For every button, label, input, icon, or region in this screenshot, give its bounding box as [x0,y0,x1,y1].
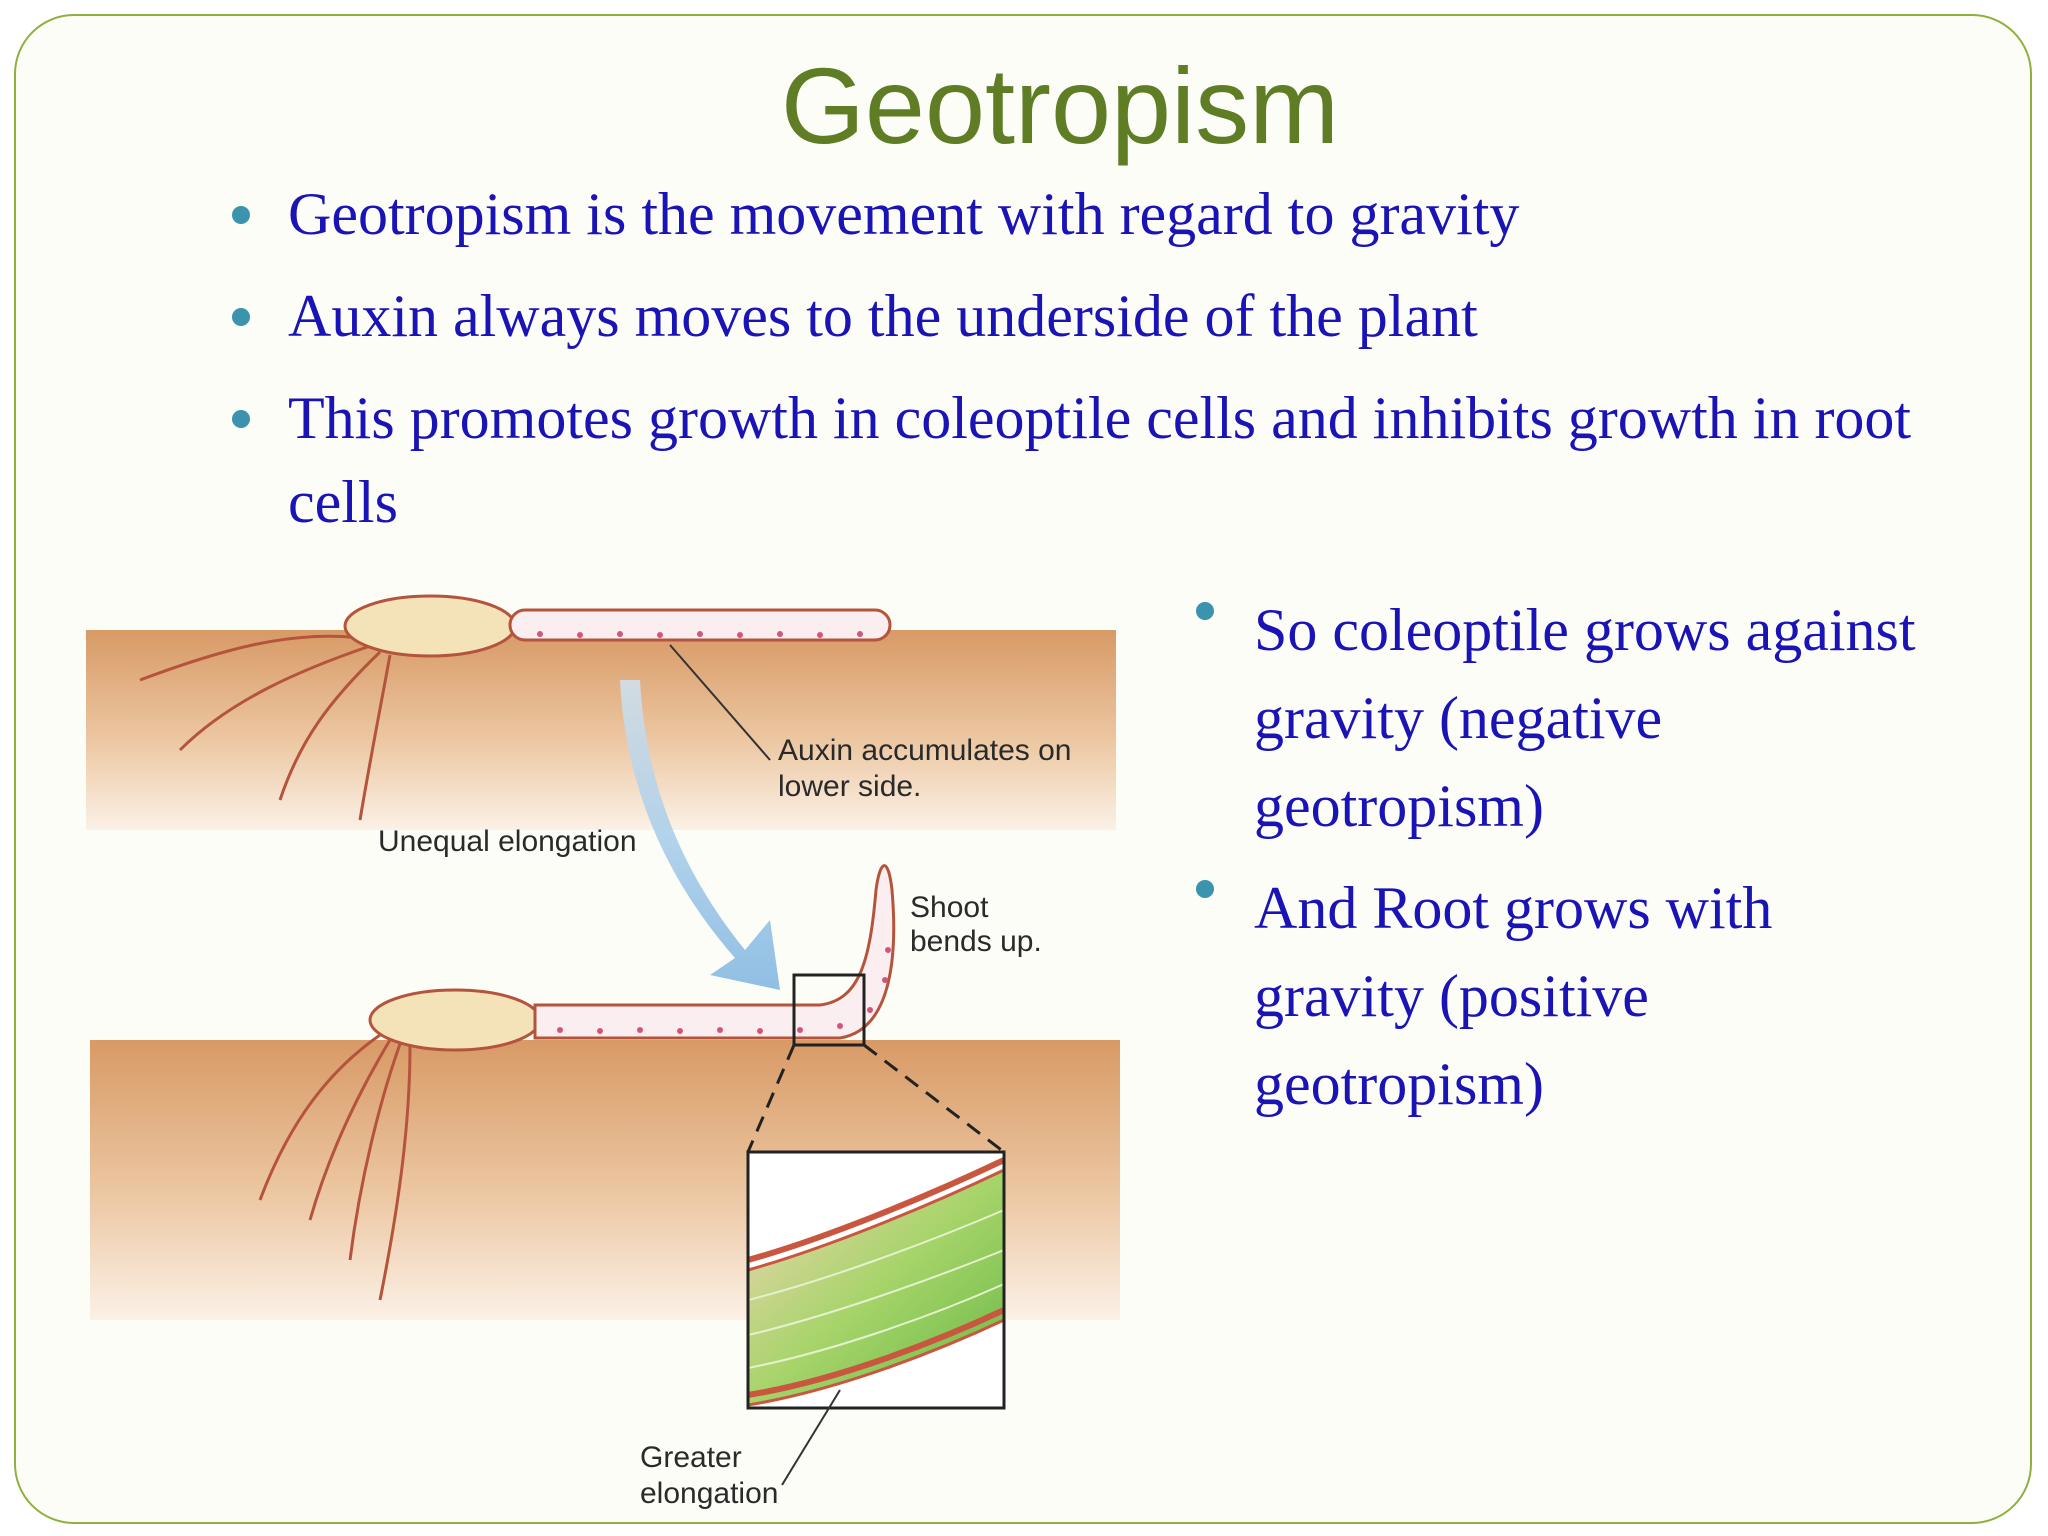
bullet-item: And Root grows with gravity (positive ge… [1196,864,1916,1128]
geotropism-diagram: Auxin accumulates on lower side. Unequal… [86,594,1120,1510]
auxin-dots-upper [537,631,863,638]
unequal-elongation-arrow [620,680,780,990]
bullet-text: This promotes growth in coleoptile cells… [288,385,1912,535]
bullet-text: And Root grows with gravity (positive ge… [1254,875,1773,1117]
bullet-item: Geotropism is the movement with regard t… [232,172,1932,256]
label-auxin-line2: lower side. [778,770,921,803]
soil-band-upper [86,630,1116,830]
bullet-dot-icon [232,410,250,428]
auxin-leader-line [669,644,771,761]
label-auxin-line1: Auxin accumulates on [778,734,1072,767]
label-shoot-line2: bends up. [910,925,1042,958]
auxin-dots-lower [557,947,891,1034]
label-unequal-elongation: Unequal elongation [378,825,637,858]
side-bullet-list: So coleoptile grows against gravity (neg… [1196,586,1916,1142]
label-greater-line1: Greater [640,1441,742,1474]
greater-leader-line [781,1389,841,1486]
slide-title: Geotropism [780,45,1340,166]
roots-lower [258,1033,412,1301]
bullet-item: Auxin always moves to the underside of t… [232,274,1932,358]
coleoptile-upper [508,608,892,642]
top-bullet-list: Geotropism is the movement with regard t… [232,172,1932,562]
bullet-text: Geotropism is the movement with regard t… [288,181,1520,247]
bullet-text: Auxin always moves to the underside of t… [288,283,1478,349]
bullet-item: This promotes growth in coleoptile cells… [232,376,1932,544]
zoom-line-right [863,1043,1005,1154]
zoom-line-left [746,1044,796,1153]
bullet-dot-icon [1196,602,1214,620]
bullet-dot-icon [232,206,250,224]
coleoptile-lower [533,864,896,1040]
label-shoot-line1: Shoot [910,891,989,924]
zoom-source-box [792,973,866,1047]
zoomed-cells-inset [746,1150,1006,1410]
geotropism-illustration: Auxin accumulates on lower side. Unequal… [80,560,1120,1520]
bullet-text: So coleoptile grows against gravity (neg… [1254,597,1916,839]
bullet-item: So coleoptile grows against gravity (neg… [1196,586,1916,850]
bullet-dot-icon [1196,880,1214,898]
label-greater-line2: elongation [640,1477,778,1510]
bullet-dot-icon [232,308,250,326]
seed-upper [343,594,517,658]
seed-lower [368,988,542,1052]
roots-upper [139,634,392,821]
